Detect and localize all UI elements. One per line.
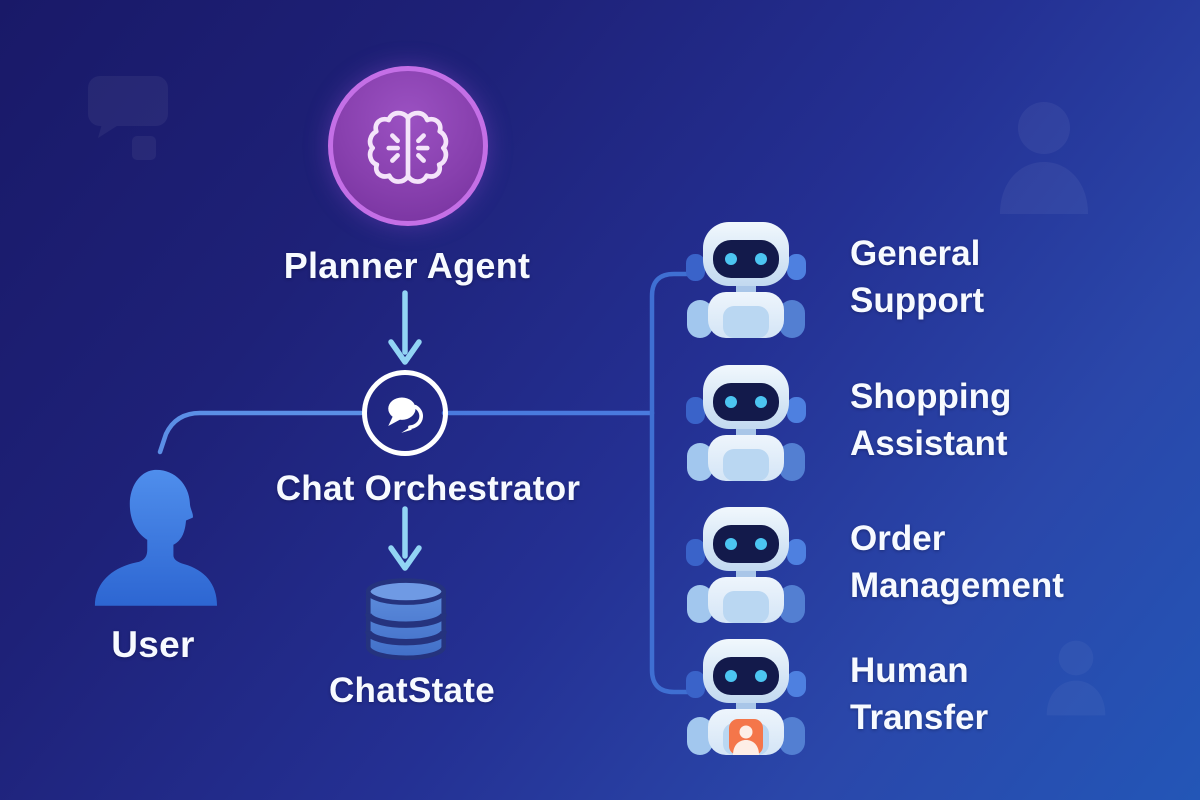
agents-branch-line — [649, 271, 693, 695]
agent-label-line1: General — [850, 234, 981, 273]
planner-agent-label: Planner Agent — [283, 245, 531, 286]
agent-row-order-management: Order Management — [686, 498, 1064, 626]
user-label: User — [111, 624, 195, 665]
chat-bubbles-icon — [388, 397, 423, 433]
database-icon — [365, 578, 447, 661]
chatstate-node — [360, 576, 452, 666]
arrow-down-icon — [388, 506, 422, 571]
agent-label-line2: Management — [850, 566, 1064, 605]
ghost-person-icon — [1000, 102, 1088, 214]
chatstate-label: ChatState — [328, 671, 496, 710]
person-silhouette-icon — [94, 469, 218, 606]
arrow-down-icon — [388, 290, 422, 365]
ghost-person-icon — [1046, 640, 1106, 716]
agent-label-line2: Assistant — [850, 424, 1008, 463]
agent-row-human-transfer: Human Transfer — [686, 630, 988, 758]
user-orchestrator-line — [157, 410, 364, 455]
robot-icon — [686, 639, 806, 755]
chat-orchestrator-label: Chat Orchestrator — [275, 469, 581, 508]
agent-label: Human Transfer — [850, 647, 988, 741]
agent-label: Shopping Assistant — [850, 373, 1011, 467]
agent-label-line2: Transfer — [850, 698, 989, 737]
planner-agent-node — [328, 66, 488, 226]
agent-row-general-support: General Support — [686, 213, 984, 341]
agent-label-line2: Support — [850, 281, 985, 320]
ghost-chat-bubble-icon — [88, 76, 168, 138]
ghost-square-icon — [132, 136, 156, 160]
chat-orchestrator-node — [362, 370, 448, 456]
user-node — [92, 466, 218, 606]
agent-row-shopping-assistant: Shopping Assistant — [686, 356, 1011, 484]
agent-label-line1: Human — [850, 651, 969, 690]
agent-label-line1: Order — [850, 519, 946, 558]
robot-icon — [686, 507, 806, 623]
robot-icon — [686, 222, 806, 338]
brain-icon — [367, 110, 449, 184]
agent-label: Order Management — [850, 515, 1064, 609]
robot-icon — [686, 365, 806, 481]
person-badge-icon — [729, 719, 763, 755]
agent-label-line1: Shopping — [850, 377, 1012, 416]
agent-label: General Support — [850, 230, 984, 324]
